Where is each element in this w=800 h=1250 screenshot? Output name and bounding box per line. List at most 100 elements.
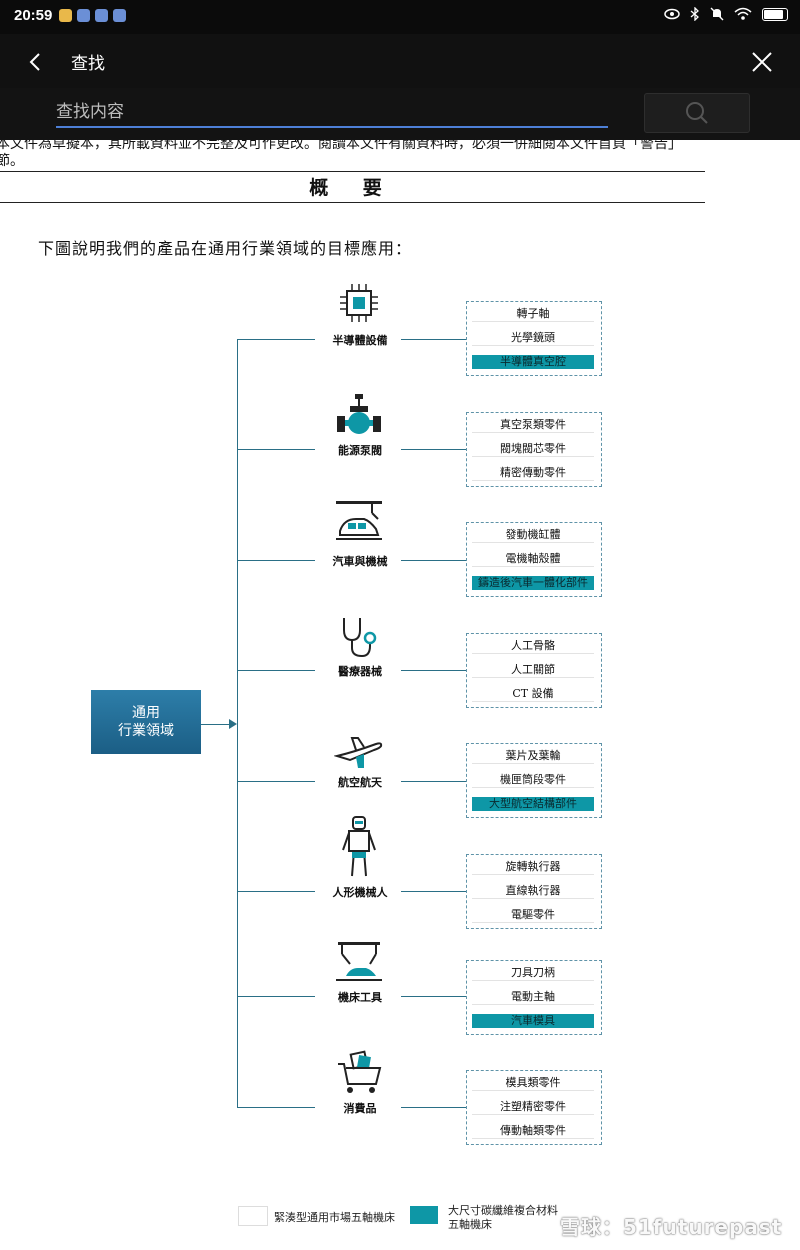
product-item: 電機軸殼體 <box>472 552 594 567</box>
product-item: 電驅零件 <box>472 908 594 923</box>
legend-label: 五軸機床 <box>448 1218 492 1231</box>
watermark: 雪球：51futurepast <box>560 1215 783 1239</box>
product-item: 葉片及葉輪 <box>472 749 594 764</box>
bluetooth-icon <box>690 7 699 21</box>
mute-icon <box>710 7 724 21</box>
product-item: 注塑精密零件 <box>472 1100 594 1115</box>
category-label: 醫療器械 <box>338 665 382 678</box>
product-group: 旋轉執行器 直線執行器 電驅零件 <box>466 854 602 929</box>
product-item-highlighted: 半導體真空腔 <box>472 355 594 369</box>
category-label: 能源泵閥 <box>338 444 382 457</box>
section-title: 概 要 <box>309 177 396 199</box>
legend-label: 緊湊型通用市場五軸機床 <box>274 1211 395 1224</box>
chevron-left-icon[interactable] <box>22 48 50 76</box>
status-bar: 20:59 <box>0 0 800 34</box>
find-app-bar: 查找 <box>0 34 800 88</box>
product-item: 光學鏡頭 <box>472 331 594 346</box>
product-group: 發動機缸體 電機軸殼體 鑄造後汽車一體化部件 <box>466 522 602 597</box>
divider <box>0 171 705 172</box>
product-item: 機匣筒段零件 <box>472 773 594 788</box>
branch-line <box>401 996 466 997</box>
category-label: 航空航天 <box>338 776 382 789</box>
shopping-cart-icon <box>338 1050 382 1093</box>
category-label: 消費品 <box>343 1102 377 1115</box>
branch-line <box>237 670 315 671</box>
search-button[interactable] <box>644 93 750 133</box>
branch-line <box>237 1107 315 1108</box>
branch-line <box>237 996 315 997</box>
branch-line <box>401 339 466 340</box>
product-group: 模具類零件 注塑精密零件 傳動軸類零件 <box>466 1070 602 1145</box>
weather-icon <box>59 9 72 22</box>
product-item: 發動機缸體 <box>472 528 594 543</box>
car-assembly-icon <box>336 501 382 540</box>
product-group: 轉子軸 光學鏡頭 半導體真空腔 <box>466 301 602 376</box>
branch-line <box>401 670 466 671</box>
page-title: 查找 <box>71 54 105 74</box>
product-item: 精密傳動零件 <box>472 466 594 481</box>
product-item: 人工骨骼 <box>472 639 594 654</box>
valve-icon <box>337 394 381 434</box>
category-label: 機床工具 <box>338 991 382 1004</box>
branch-line <box>237 560 315 561</box>
root-connector <box>201 724 231 725</box>
product-group: 葉片及葉輪 機匣筒段零件 大型航空結構部件 <box>466 743 602 818</box>
branch-line <box>237 449 315 450</box>
product-group: 人工骨骼 人工關節 CT 設備 <box>466 633 602 708</box>
product-item: 傳動軸類零件 <box>472 1124 594 1139</box>
root-node: 通用 行業領域 <box>91 690 201 754</box>
category-label: 人形機械人 <box>332 886 388 899</box>
product-item: 直線執行器 <box>472 884 594 899</box>
product-item-highlighted: 大型航空結構部件 <box>472 797 594 811</box>
legend-swatch-teal <box>410 1206 438 1224</box>
arrow-right-icon <box>229 719 237 729</box>
branch-line <box>237 339 315 340</box>
category-label: 半導體設備 <box>332 334 388 347</box>
product-item: CT 設備 <box>472 687 594 702</box>
header-fragment: 節。 <box>0 153 24 169</box>
airplane-icon <box>334 737 383 768</box>
product-item: 真空泵類零件 <box>472 418 594 433</box>
chip-icon <box>340 284 378 322</box>
product-item: 轉子軸 <box>472 307 594 322</box>
category-label: 汽車與機械 <box>332 555 388 568</box>
product-group: 刀具刀柄 電動主軸 汽車模具 <box>466 960 602 1035</box>
tree-trunk <box>237 339 238 1108</box>
machine-tool-icon <box>336 942 382 981</box>
branch-line <box>237 781 315 782</box>
product-item-highlighted: 汽車模具 <box>472 1014 594 1028</box>
product-item-highlighted: 鑄造後汽車一體化部件 <box>472 576 594 590</box>
product-item: 旋轉執行器 <box>472 860 594 875</box>
wifi-icon <box>734 7 752 20</box>
branch-line <box>401 1107 466 1108</box>
product-item: 刀具刀柄 <box>472 966 594 981</box>
battery-icon <box>762 7 788 21</box>
eye-icon <box>664 8 680 20</box>
product-item: 電動主軸 <box>472 990 594 1005</box>
app-notification-icon <box>77 9 90 22</box>
humanoid-robot-icon <box>342 816 376 877</box>
branch-line <box>401 449 466 450</box>
branch-line <box>401 891 466 892</box>
branch-line <box>237 891 315 892</box>
document-page: 本文件為草擬本，其所載資料並不完整及可作更改。閱讀本文件有關資料時，必須一併細閱… <box>0 140 800 1250</box>
branch-line <box>401 781 466 782</box>
search-icon <box>686 102 708 124</box>
branch-line <box>401 560 466 561</box>
app-notification-icon <box>113 9 126 22</box>
legend-label: 大尺寸碳纖維複合材料 <box>448 1204 558 1217</box>
status-time: 20:59 <box>14 7 53 24</box>
stethoscope-icon <box>343 618 377 658</box>
intro-text: 下圖說明我們的產品在通用行業領域的目標應用： <box>38 239 413 258</box>
close-icon[interactable] <box>748 48 776 76</box>
legend-swatch-white <box>238 1206 268 1226</box>
header-fragment: 本文件為草擬本，其所載資料並不完整及可作更改。閱讀本文件有關資料時，必須一併細閱… <box>0 140 682 152</box>
divider <box>0 202 705 203</box>
status-icons <box>664 7 788 21</box>
root-label: 行業領域 <box>118 723 174 739</box>
product-item: 閥塊閥芯零件 <box>472 442 594 457</box>
product-item: 人工關節 <box>472 663 594 678</box>
search-bar <box>0 88 800 140</box>
search-input[interactable] <box>56 98 608 128</box>
product-item: 模具類零件 <box>472 1076 594 1091</box>
